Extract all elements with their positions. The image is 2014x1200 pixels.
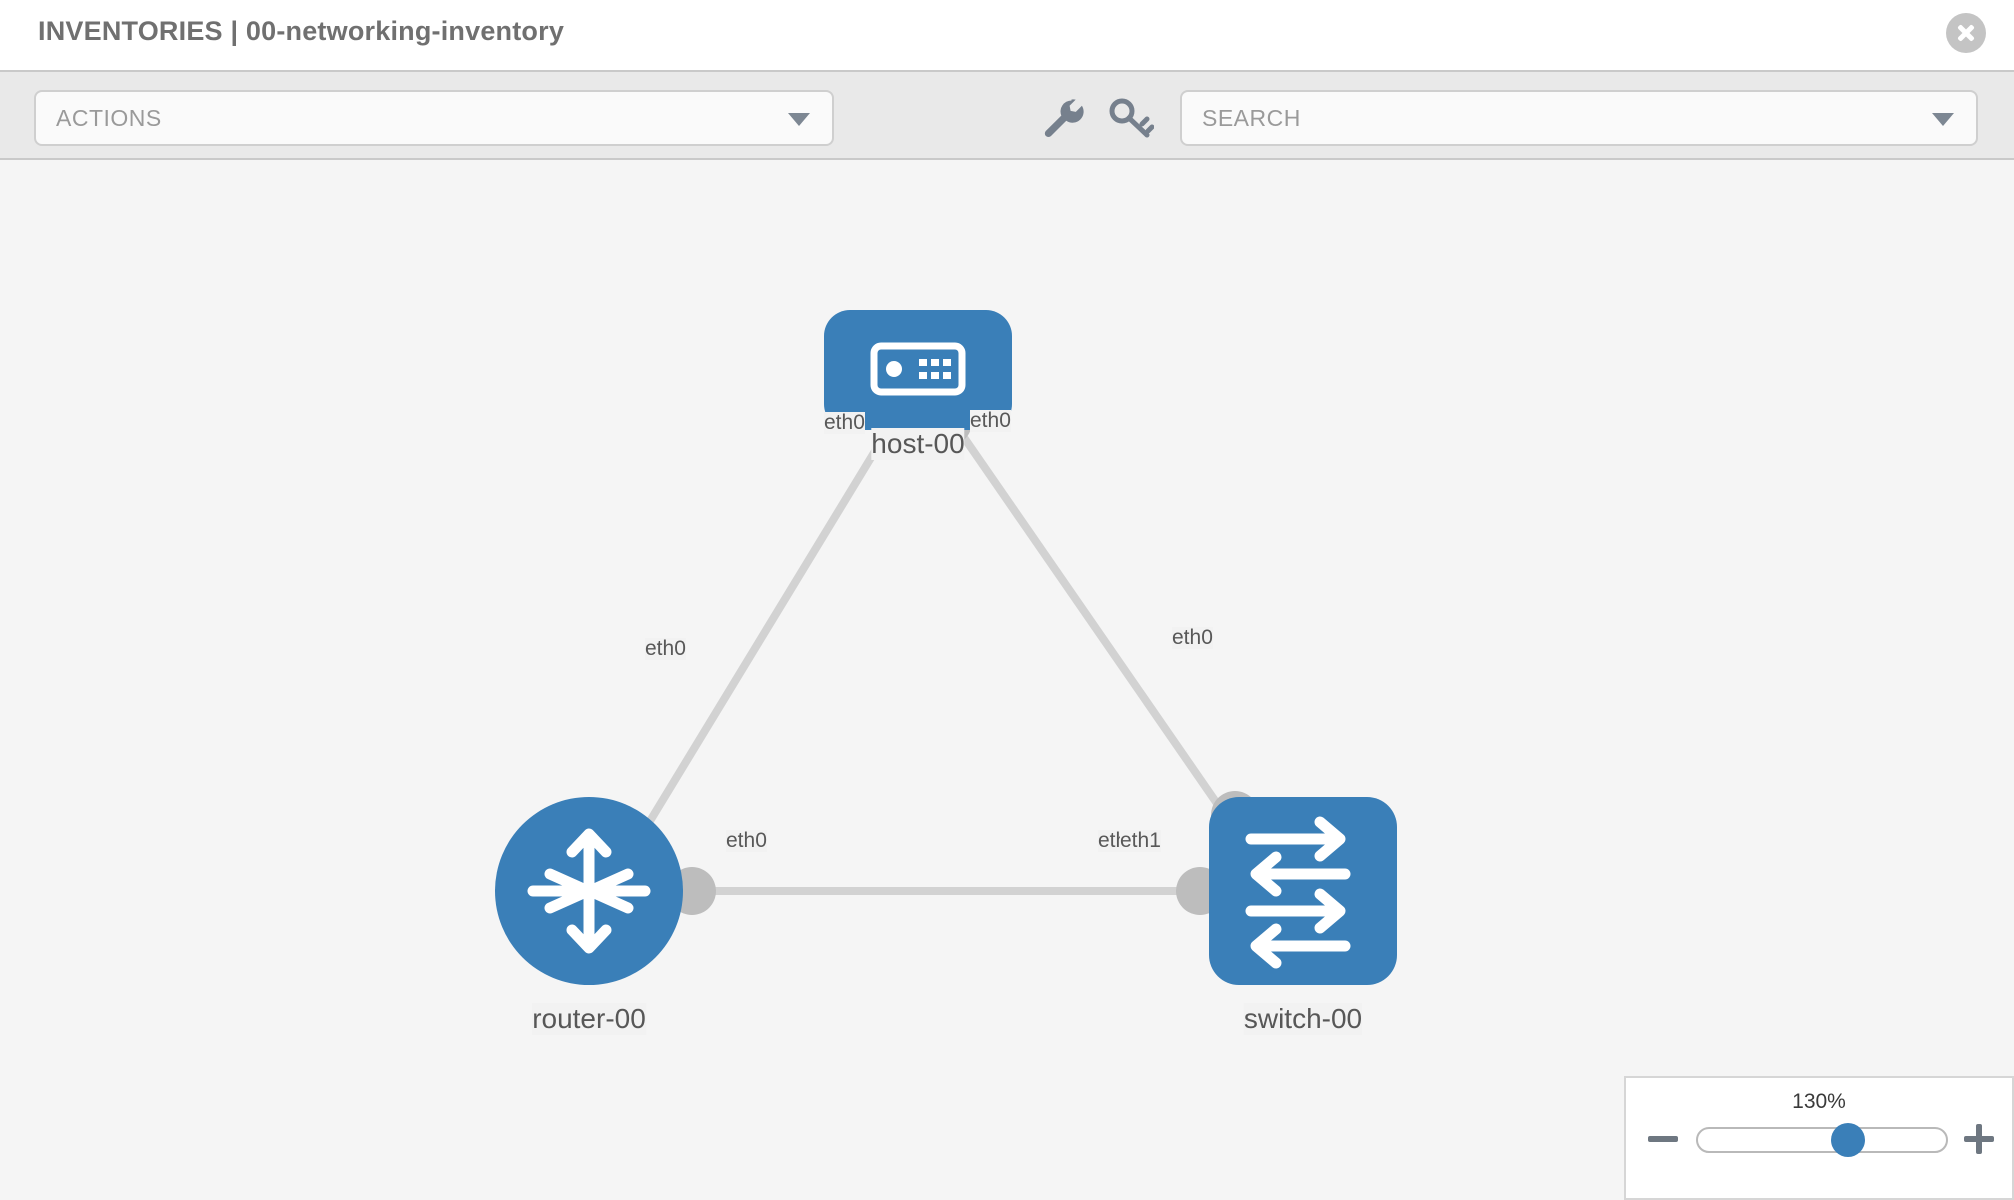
- topology-edges: [632, 407, 1249, 895]
- toolbar: ACTIONS SEARCH: [0, 70, 2014, 160]
- iface-label-router-eth0: eth0: [726, 829, 767, 853]
- edge-host-router: [632, 407, 904, 847]
- topology-graph: [495, 310, 1397, 985]
- iface-label-host-right: eth0: [970, 409, 1011, 433]
- server-icon: [870, 342, 966, 396]
- actions-dropdown[interactable]: ACTIONS: [34, 90, 834, 146]
- actions-dropdown-label: ACTIONS: [56, 105, 162, 131]
- node-label-host-00: host-00: [871, 428, 965, 460]
- node-label-switch-00: switch-00: [1243, 1003, 1363, 1035]
- iface-label-router-uplink: eth0: [645, 637, 686, 661]
- search-input[interactable]: SEARCH: [1180, 90, 1978, 146]
- plus-icon[interactable]: [1962, 1122, 1996, 1156]
- node-switch-00: [1209, 797, 1397, 985]
- node-label-router-00: router-00: [532, 1003, 646, 1035]
- page-title: INVENTORIES | 00-networking-inventory: [38, 16, 565, 46]
- node-router-00: [495, 797, 683, 985]
- zoom-percent-label: 130%: [1792, 1090, 1846, 1113]
- router-arrows-icon: [527, 828, 651, 954]
- zoom-slider[interactable]: [1696, 1123, 1948, 1157]
- iface-label-host-left: eth0: [824, 411, 865, 435]
- wrench-icon[interactable]: [1038, 94, 1086, 142]
- iface-label-switch-uplink: eth0: [1172, 626, 1213, 650]
- iface-label-switch-eth1: eth1: [1120, 829, 1161, 853]
- search-placeholder: SEARCH: [1202, 105, 1301, 131]
- chevron-down-icon: [1932, 113, 1954, 126]
- close-icon[interactable]: [1946, 13, 1986, 53]
- chevron-down-icon: [788, 113, 810, 126]
- topology-canvas[interactable]: host-00 router-00 switch-00 eth0 eth0 et…: [0, 160, 2014, 1200]
- edge-host-switch: [941, 407, 1249, 847]
- zoom-slider-handle[interactable]: [1831, 1123, 1865, 1157]
- page-header: INVENTORIES | 00-networking-inventory: [0, 0, 2014, 70]
- key-icon[interactable]: [1106, 94, 1154, 142]
- node-host-00: [824, 310, 1012, 430]
- switch-arrows-icon: [1245, 816, 1351, 969]
- minus-icon[interactable]: [1646, 1122, 1680, 1156]
- zoom-control-panel: 130%: [1624, 1076, 2014, 1200]
